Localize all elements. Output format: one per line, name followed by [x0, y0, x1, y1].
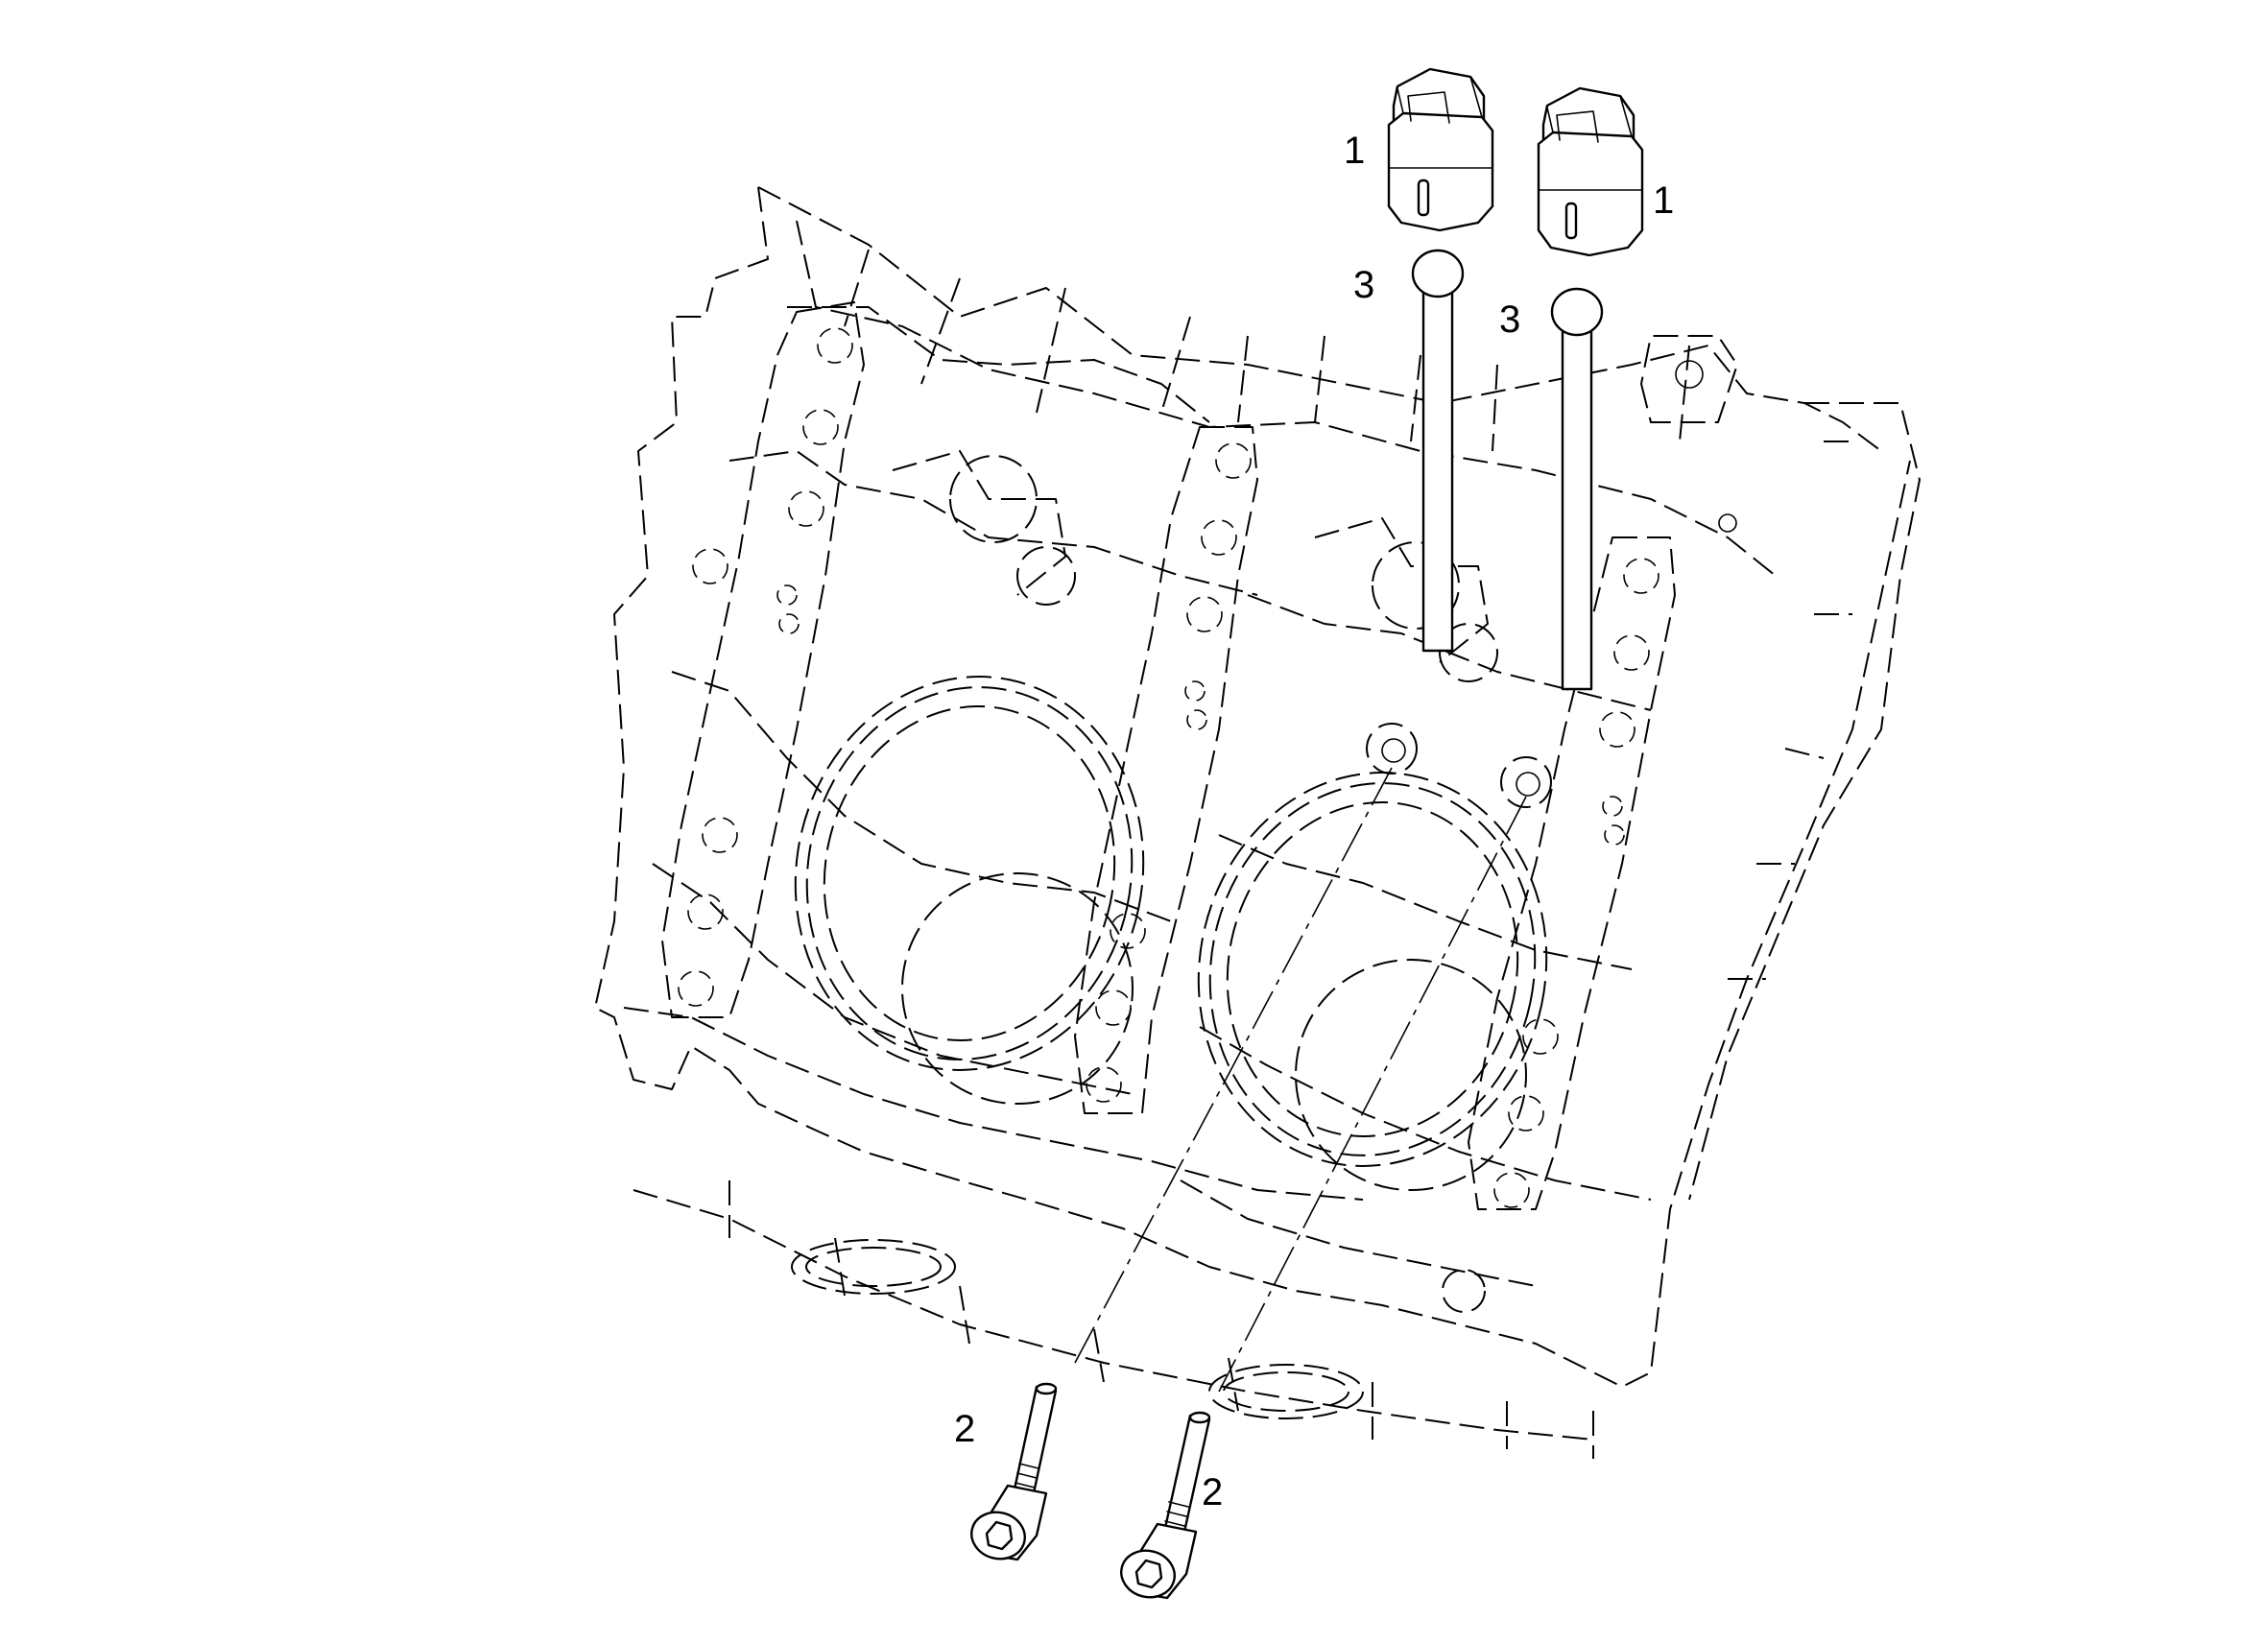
callout-pin-right: 3	[1499, 298, 1520, 341]
dowel-holes	[1366, 723, 1552, 808]
callout-fixture-left: 1	[1344, 130, 1365, 172]
fixture-sleeve-left	[1387, 67, 1494, 232]
guide-pin-right	[1550, 287, 1604, 691]
assembly-centerlines	[1074, 767, 1527, 1393]
bolt-right	[1120, 1411, 1211, 1600]
callout-bolt-right: 2	[1202, 1471, 1223, 1513]
guide-pin-left	[1411, 249, 1465, 653]
bearing-cap-rail-left	[661, 301, 865, 1018]
callout-bolt-left: 2	[954, 1408, 975, 1450]
bearing-cap-rail-middle	[1074, 426, 1258, 1114]
bearing-cap-rail-right	[1468, 536, 1676, 1210]
callout-pin-left: 3	[1353, 264, 1374, 306]
bolt-left	[970, 1382, 1058, 1561]
engine-block-outline	[594, 186, 1921, 1459]
callout-fixture-right: 1	[1653, 179, 1674, 222]
fixture-sleeve-right	[1537, 86, 1644, 257]
